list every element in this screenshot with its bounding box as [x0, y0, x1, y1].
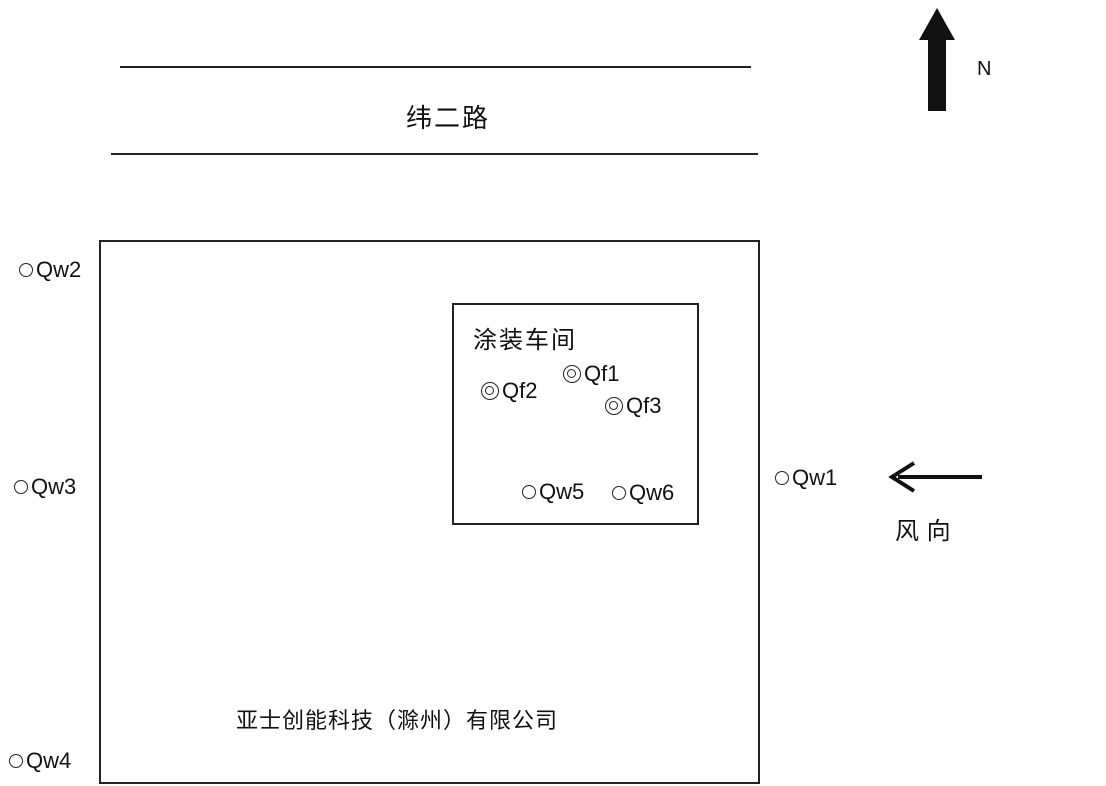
circle-icon	[612, 486, 626, 500]
workshop-boundary	[452, 303, 699, 525]
point-label: Qf2	[502, 378, 538, 403]
point-label: Qw1	[792, 465, 838, 490]
circle-icon	[522, 485, 536, 499]
point-qf2: Qf2	[481, 378, 537, 404]
point-qf1: Qf1	[563, 361, 619, 387]
north-label: N	[977, 58, 992, 80]
point-label: Qw4	[26, 748, 72, 773]
point-qw1: Qw1	[775, 465, 837, 491]
double-circle-icon	[481, 382, 499, 400]
point-label: Qf1	[584, 361, 620, 386]
point-qf3: Qf3	[605, 393, 661, 419]
double-circle-icon	[605, 397, 623, 415]
point-label: Qw6	[629, 480, 675, 505]
wind-direction-arrow-icon	[888, 461, 982, 493]
point-qw4: Qw4	[9, 748, 71, 774]
point-label: Qw3	[31, 474, 77, 499]
double-circle-icon	[563, 365, 581, 383]
circle-icon	[14, 480, 28, 494]
road-upper-edge	[120, 66, 751, 68]
point-label: Qw5	[539, 479, 585, 504]
workshop-name: 涂装车间	[473, 326, 577, 354]
company-name: 亚士创能科技（滁州）有限公司	[236, 709, 559, 734]
point-qw6: Qw6	[612, 480, 674, 506]
point-qw5: Qw5	[522, 479, 584, 505]
wind-direction-label: 风 向	[895, 517, 951, 545]
circle-icon	[775, 471, 789, 485]
site-boundary	[99, 240, 760, 784]
circle-icon	[9, 754, 23, 768]
point-qw2: Qw2	[19, 257, 81, 283]
north-arrow-icon	[919, 8, 955, 111]
point-label: Qf3	[626, 393, 662, 418]
point-qw3: Qw3	[14, 474, 76, 500]
circle-icon	[19, 263, 33, 277]
road-label: 纬二路	[406, 104, 491, 134]
road-lower-edge	[111, 153, 758, 155]
point-label: Qw2	[36, 257, 82, 282]
